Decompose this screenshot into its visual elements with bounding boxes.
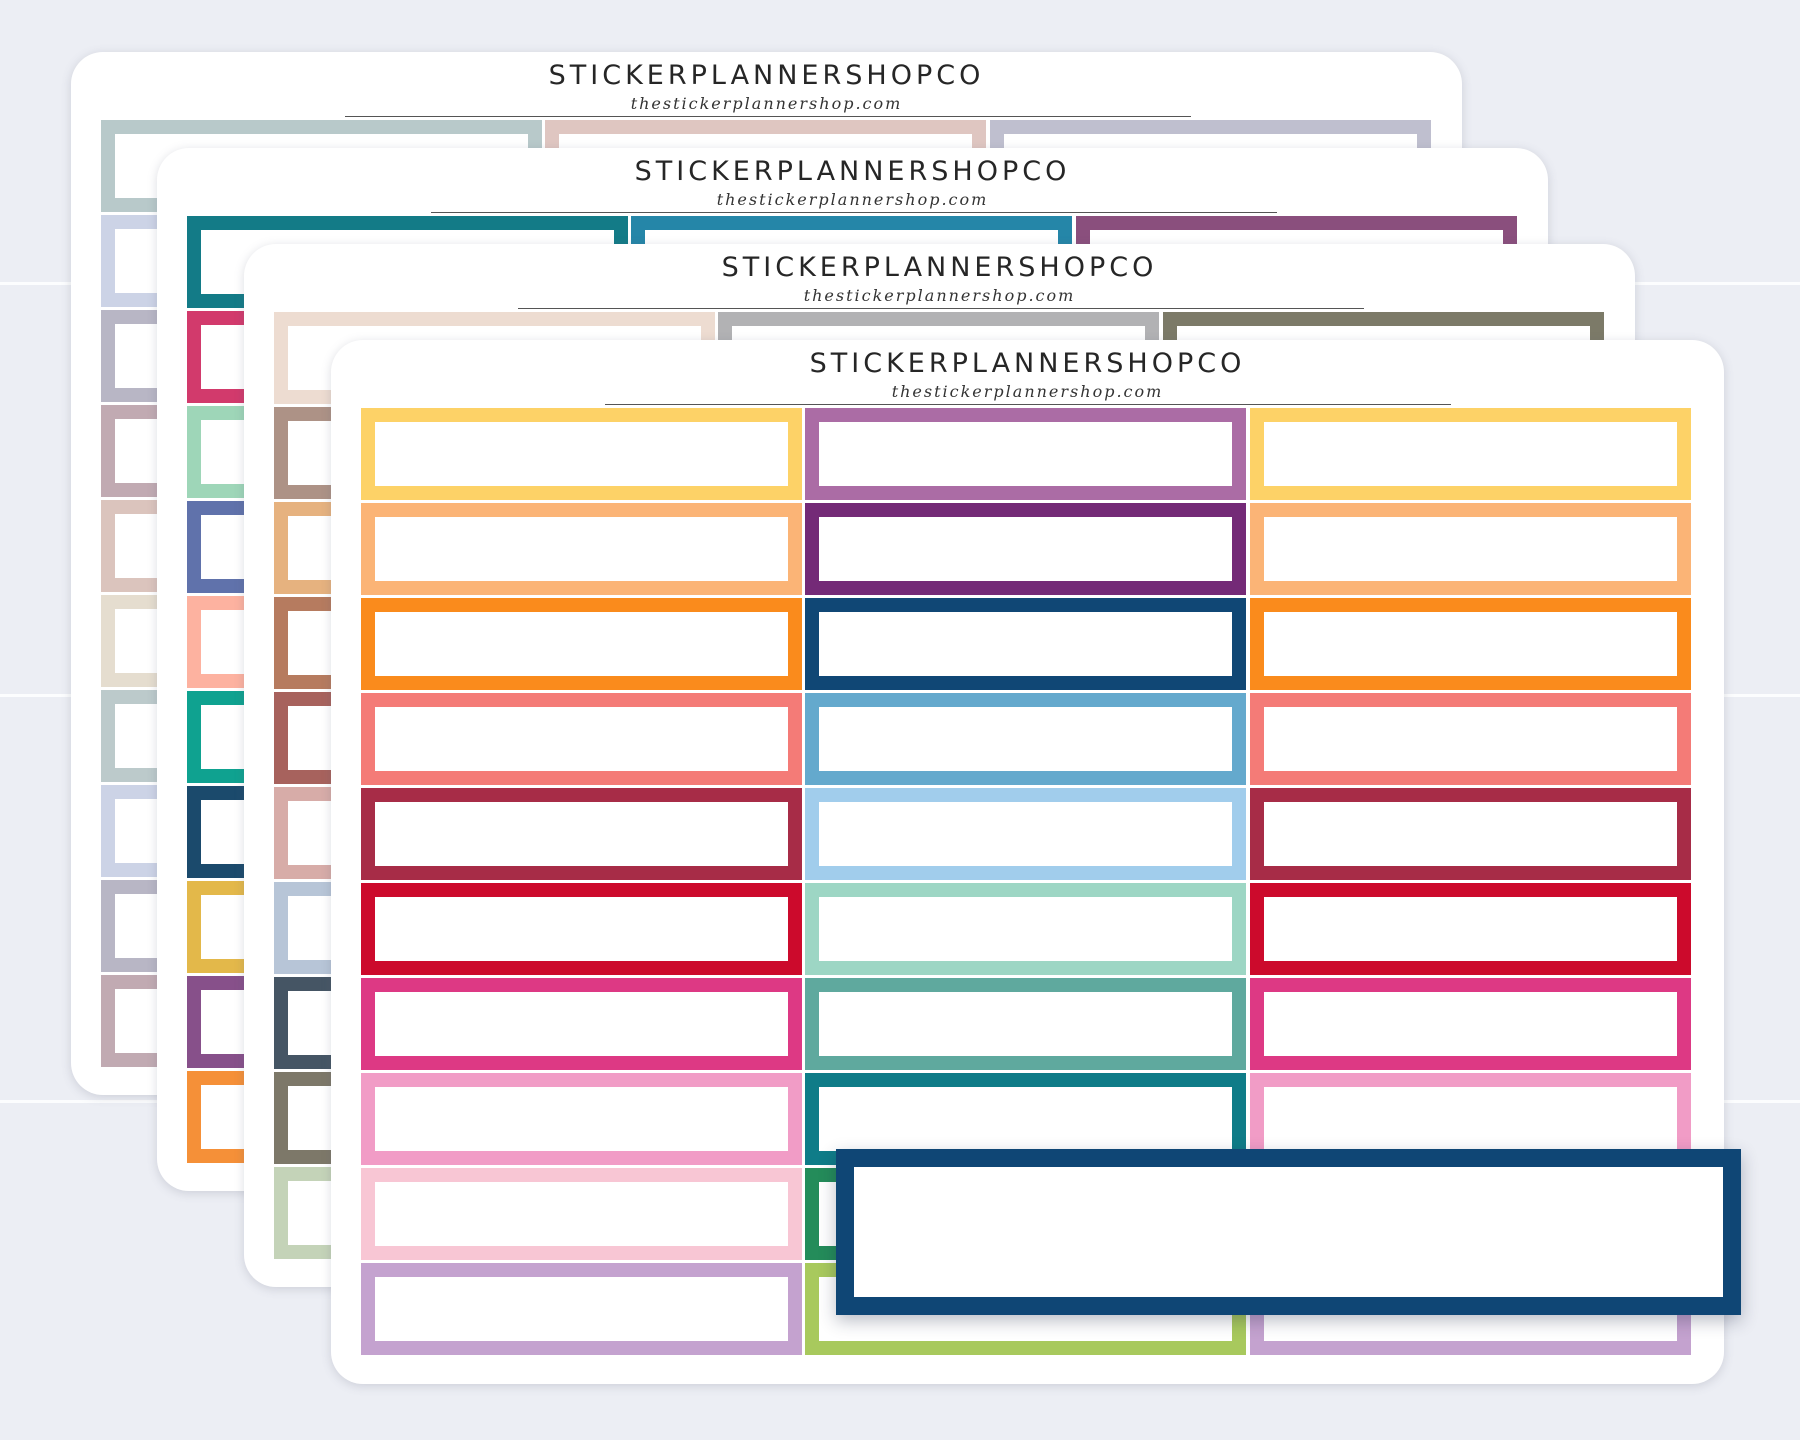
sheet-brand-title: STICKERPLANNERSHOPCO xyxy=(809,348,1246,379)
sheet-brand-title: STICKERPLANNERSHOPCO xyxy=(721,252,1158,283)
box-sticker xyxy=(805,978,1246,1070)
box-sticker xyxy=(1250,693,1691,785)
box-sticker xyxy=(805,503,1246,595)
header-rule xyxy=(431,212,1277,213)
box-sticker xyxy=(1250,883,1691,975)
box-sticker xyxy=(1250,978,1691,1070)
box-sticker xyxy=(805,598,1246,690)
box-sticker xyxy=(361,883,802,975)
box-sticker xyxy=(1250,598,1691,690)
box-sticker xyxy=(1250,408,1691,500)
sheet-brand-url: thestickerplannershop.com xyxy=(716,190,989,209)
box-sticker xyxy=(361,408,802,500)
box-sticker xyxy=(361,1073,802,1165)
sheet-brand-url: thestickerplannershop.com xyxy=(630,94,903,113)
box-sticker xyxy=(361,503,802,595)
box-sticker xyxy=(361,693,802,785)
box-sticker xyxy=(361,788,802,880)
sheet-brand-title: STICKERPLANNERSHOPCO xyxy=(634,156,1071,187)
box-sticker xyxy=(361,1263,802,1355)
sheet-brand-title: STICKERPLANNERSHOPCO xyxy=(548,60,985,91)
box-sticker xyxy=(805,693,1246,785)
header-rule xyxy=(605,404,1451,405)
sheet-brand-url: thestickerplannershop.com xyxy=(891,382,1164,401)
sheet-brand-url: thestickerplannershop.com xyxy=(803,286,1076,305)
box-sticker xyxy=(1250,788,1691,880)
header-rule xyxy=(518,308,1364,309)
header-rule xyxy=(345,116,1191,117)
box-sticker xyxy=(361,978,802,1070)
box-sticker xyxy=(1250,503,1691,595)
box-sticker xyxy=(361,598,802,690)
box-sticker xyxy=(361,1168,802,1260)
box-sticker xyxy=(805,788,1246,880)
box-sticker xyxy=(805,408,1246,500)
box-sticker xyxy=(805,883,1246,975)
featured-box-sticker xyxy=(836,1149,1741,1315)
